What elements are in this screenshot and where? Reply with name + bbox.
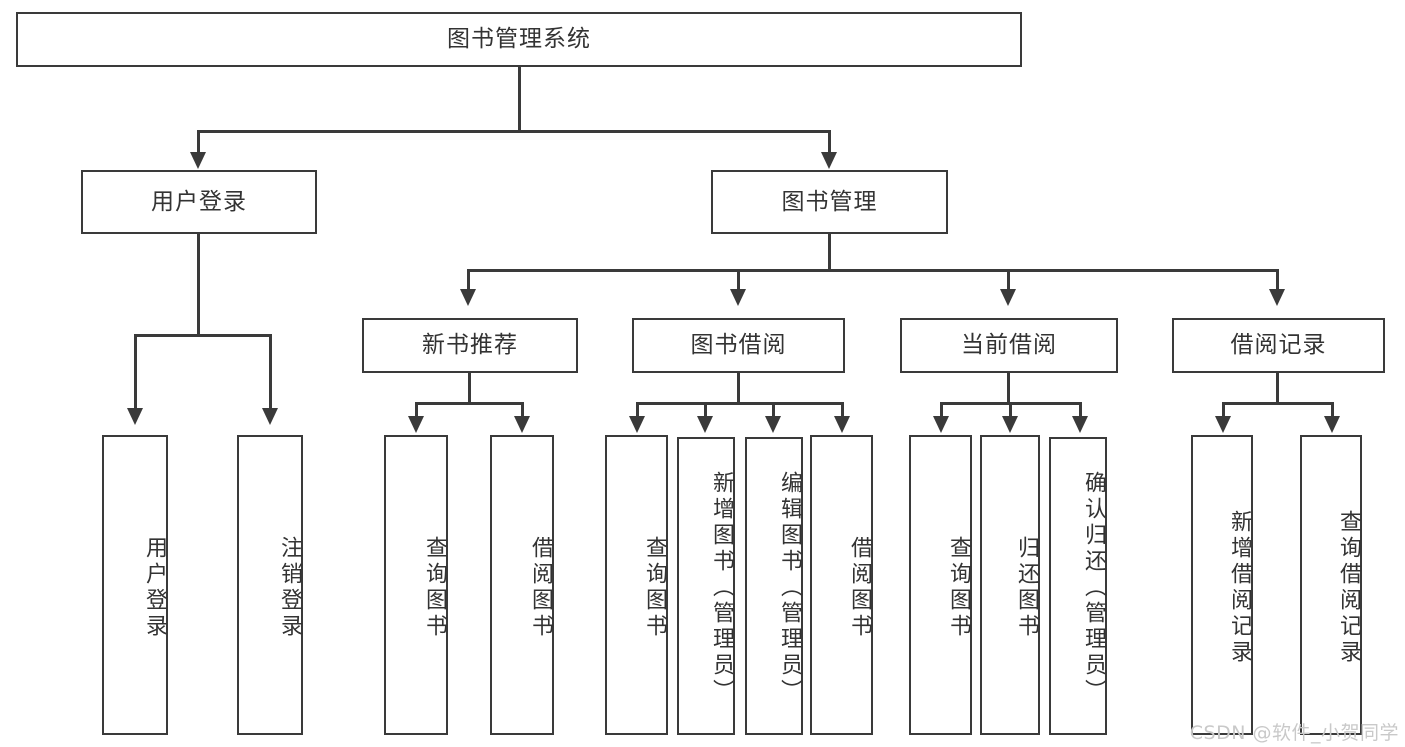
connector-bookmgmt-c2	[737, 269, 740, 291]
node-user-login[interactable]: 用户登录	[81, 170, 317, 234]
connector-bookmgmt-c4	[1276, 269, 1279, 291]
arrow-currentborrow-leaf2	[1002, 416, 1018, 433]
arrow-root-to-bookmgmt	[821, 152, 837, 169]
connector-userlogin-bar	[134, 334, 270, 337]
leaf-user-login-login[interactable]: 用户登录	[102, 435, 168, 735]
node-label: 借阅记录	[1230, 332, 1327, 359]
node-current-borrow[interactable]: 当前借阅	[900, 318, 1118, 373]
connector-userlogin-left	[134, 334, 137, 410]
connector-newbook-l	[415, 402, 418, 418]
connector-currentborrow-c3	[1079, 402, 1082, 418]
connector-bookborrow-c2	[704, 402, 707, 418]
node-label: 新增图书（管理员）	[709, 470, 734, 705]
arrow-bookmgmt-record	[1269, 289, 1285, 306]
node-label: 新书推荐	[422, 332, 518, 359]
connector-bookmgmt-c1	[467, 269, 470, 291]
arrow-bookborrow-leaf2	[697, 416, 713, 433]
leaf-bookborrow-edit-book-admin[interactable]: 编辑图书（管理员）	[745, 437, 803, 735]
connector-root-to-bookmgmt	[828, 130, 831, 154]
connector-root-stem	[518, 67, 521, 131]
node-label: 图书借阅	[690, 332, 787, 359]
connector-bookmgmt-c3	[1007, 269, 1010, 291]
node-book-management[interactable]: 图书管理	[711, 170, 948, 234]
arrow-borrowrecord-leaf2	[1324, 416, 1340, 433]
leaf-newbook-query-book[interactable]: 查询图书	[384, 435, 448, 735]
node-label: 注销登录	[277, 536, 302, 640]
leaf-borrowrecord-query-record[interactable]: 查询借阅记录	[1300, 435, 1362, 735]
leaf-bookborrow-query-book[interactable]: 查询图书	[605, 435, 668, 735]
node-label: 用户登录	[142, 536, 167, 640]
connector-userlogin-right	[269, 334, 272, 410]
node-book-borrow[interactable]: 图书借阅	[632, 318, 845, 373]
leaf-bookborrow-borrow-book[interactable]: 借阅图书	[810, 435, 873, 735]
arrow-root-to-userlogin	[190, 152, 206, 169]
node-label: 当前借阅	[961, 332, 1057, 359]
node-label: 查询借阅记录	[1336, 510, 1361, 666]
node-new-book-recommend[interactable]: 新书推荐	[362, 318, 578, 373]
connector-currentborrow-c2	[1009, 402, 1012, 418]
arrow-bookmgmt-borrow	[730, 289, 746, 306]
connector-bookmgmt-bar	[467, 269, 1278, 272]
connector-borrowrecord-bar	[1222, 402, 1332, 405]
connector-borrowrecord-stem	[1276, 373, 1279, 404]
connector-borrowrecord-l	[1222, 402, 1225, 418]
connector-bookborrow-stem	[737, 373, 740, 404]
connector-currentborrow-stem	[1007, 373, 1010, 404]
node-label: 查询图书	[422, 536, 447, 640]
connector-borrowrecord-r	[1331, 402, 1334, 418]
node-label: 归还图书	[1014, 536, 1039, 640]
node-label: 查询图书	[946, 536, 971, 640]
connector-bookborrow-c1	[636, 402, 639, 418]
arrow-currentborrow-leaf3	[1072, 416, 1088, 433]
arrow-newbook-leaf2	[514, 416, 530, 433]
node-label: 用户登录	[151, 188, 247, 215]
leaf-user-login-logout[interactable]: 注销登录	[237, 435, 303, 735]
arrow-bookmgmt-current	[1000, 289, 1016, 306]
connector-bookborrow-c3	[772, 402, 775, 418]
node-label: 编辑图书（管理员）	[777, 470, 802, 705]
arrow-bookborrow-leaf4	[834, 416, 850, 433]
connector-bookmgmt-stem	[828, 234, 831, 272]
connector-newbook-r	[521, 402, 524, 418]
node-root-system[interactable]: 图书管理系统	[16, 12, 1022, 67]
connector-currentborrow-c1	[940, 402, 943, 418]
connector-root-bar	[197, 130, 831, 133]
arrow-newbook-leaf1	[408, 416, 424, 433]
leaf-newbook-borrow-book[interactable]: 借阅图书	[490, 435, 554, 735]
arrow-userlogin-leaf2	[262, 408, 278, 425]
node-label: 借阅图书	[847, 536, 872, 640]
leaf-currentborrow-return-book[interactable]: 归还图书	[980, 435, 1040, 735]
connector-newbook-stem	[468, 373, 471, 404]
arrow-bookborrow-leaf1	[629, 416, 645, 433]
arrow-userlogin-leaf1	[127, 408, 143, 425]
connector-bookborrow-bar	[636, 402, 844, 405]
node-label: 图书管理	[781, 188, 878, 215]
csdn-watermark: CSDN @软件_小贺同学	[1189, 722, 1399, 744]
node-label: 确认归还（管理员）	[1081, 470, 1106, 705]
leaf-currentborrow-confirm-return-admin[interactable]: 确认归还（管理员）	[1049, 437, 1107, 735]
node-label: 查询图书	[642, 536, 667, 640]
connector-userlogin-stem	[197, 234, 200, 336]
node-label: 图书管理系统	[447, 26, 591, 53]
arrow-currentborrow-leaf1	[933, 416, 949, 433]
connector-newbook-bar	[415, 402, 522, 405]
leaf-currentborrow-query-book[interactable]: 查询图书	[909, 435, 972, 735]
arrow-borrowrecord-leaf1	[1215, 416, 1231, 433]
leaf-bookborrow-add-book-admin[interactable]: 新增图书（管理员）	[677, 437, 735, 735]
node-label: 借阅图书	[528, 536, 553, 640]
arrow-bookmgmt-newbook	[460, 289, 476, 306]
arrow-bookborrow-leaf3	[765, 416, 781, 433]
leaf-borrowrecord-add-record[interactable]: 新增借阅记录	[1191, 435, 1253, 735]
connector-root-to-userlogin	[197, 130, 200, 154]
connector-bookborrow-c4	[841, 402, 844, 418]
node-label: 新增借阅记录	[1227, 510, 1252, 666]
node-borrow-record[interactable]: 借阅记录	[1172, 318, 1385, 373]
